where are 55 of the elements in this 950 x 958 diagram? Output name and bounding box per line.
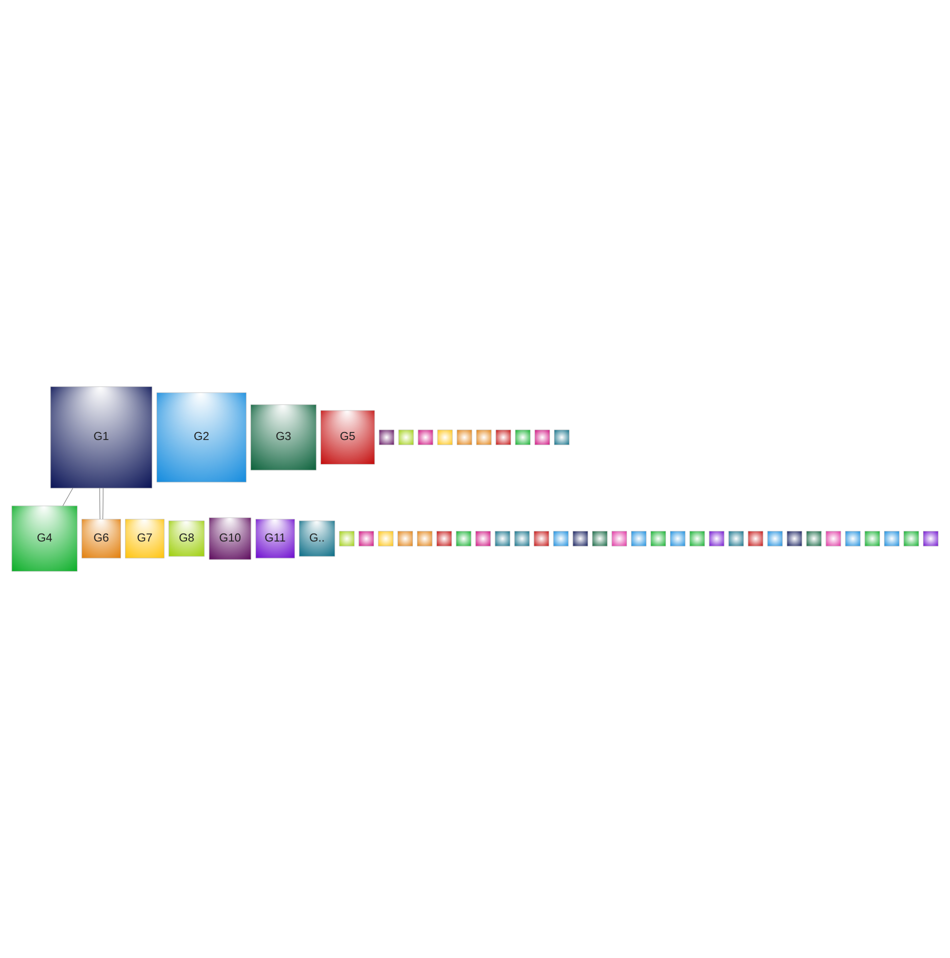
node-box — [398, 530, 413, 546]
node-box: G8 — [168, 520, 205, 557]
node-box — [534, 430, 550, 446]
node-box — [398, 430, 414, 446]
node-box: G1 — [50, 386, 152, 488]
node-box — [339, 530, 354, 546]
node-box: G3 — [250, 404, 316, 470]
node-box: G7 — [125, 518, 164, 558]
node-box — [514, 530, 530, 546]
node-box — [923, 530, 938, 546]
node-box — [572, 530, 588, 546]
node-box — [554, 430, 570, 446]
node-box: G11 — [256, 518, 295, 558]
node-box — [612, 530, 627, 546]
node-box — [728, 530, 744, 546]
node-box — [631, 530, 646, 546]
node-box: G5 — [320, 410, 375, 464]
node-box — [553, 530, 569, 546]
node-box — [786, 530, 802, 546]
node-box — [845, 530, 861, 546]
node-box — [515, 430, 530, 446]
node-box — [358, 530, 374, 546]
node-box — [437, 430, 453, 446]
node-box — [456, 530, 472, 546]
node-box — [708, 530, 724, 546]
node-box — [475, 530, 491, 546]
connector — [62, 488, 74, 506]
node-box — [496, 430, 512, 446]
node-box — [378, 530, 394, 546]
node-box — [534, 530, 550, 546]
node-box — [650, 530, 666, 546]
node-box — [494, 530, 510, 546]
node-box — [417, 530, 432, 546]
node-box — [806, 530, 822, 546]
node-box — [670, 530, 686, 546]
node-box — [767, 530, 783, 546]
node-box — [884, 530, 900, 546]
node-box — [592, 530, 608, 546]
node-box — [748, 530, 764, 546]
node-box — [436, 530, 452, 546]
node-box: G6 — [82, 518, 121, 558]
node-box — [418, 430, 434, 446]
node-box: G4 — [12, 506, 78, 572]
connector — [99, 488, 100, 520]
node-box: G10 — [208, 518, 252, 560]
node-box: G.. — [299, 520, 336, 557]
node-box — [456, 430, 472, 446]
node-box — [476, 430, 492, 446]
connector — [102, 488, 104, 520]
node-box — [864, 530, 880, 546]
node-box — [826, 530, 842, 546]
node-box — [378, 430, 394, 446]
node-box — [690, 530, 705, 546]
node-box — [904, 530, 919, 546]
node-box: G2 — [156, 392, 246, 482]
